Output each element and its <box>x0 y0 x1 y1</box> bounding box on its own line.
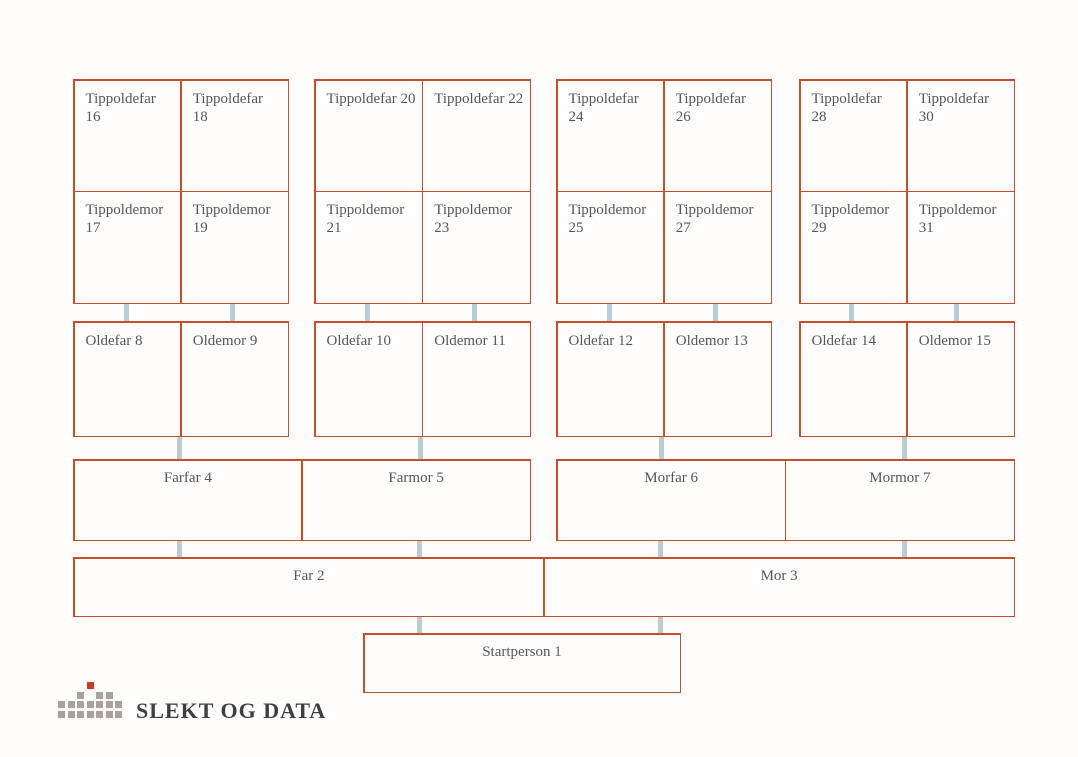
person-box-farfar-4: Farfar 4 <box>74 460 302 540</box>
person-box-tippoldefar-26: Tippoldefar 26 <box>664 80 771 191</box>
olde-group-2: Oldefar 10 Oldemor 11 <box>314 321 531 437</box>
person-box-oldefar-8: Oldefar 8 <box>74 322 181 436</box>
olde-group-1: Oldefar 8 Oldemor 9 <box>73 321 289 437</box>
tippolde-group-2: Tippoldefar 20 Tippoldefar 22 Tippoldemo… <box>314 79 531 304</box>
olde-group-3: Oldefar 12 Oldemor 13 <box>556 321 772 437</box>
connector-line <box>713 300 718 322</box>
logo-square <box>86 710 94 718</box>
logo-square <box>58 710 65 718</box>
tippolde-group-3: Tippoldefar 24 Tippoldefar 26 Tippoldemo… <box>556 79 772 304</box>
person-box-tippoldefar-16: Tippoldefar 16 <box>74 80 181 191</box>
logo-square <box>115 710 122 718</box>
logo-square <box>86 701 94 708</box>
connector-line <box>177 433 182 460</box>
logo-square <box>77 691 84 699</box>
connector-line <box>658 536 663 558</box>
slekt-og-data-logo-icon <box>58 682 122 718</box>
person-box-tippoldemor-17: Tippoldemor 17 <box>74 192 181 303</box>
connector-line <box>177 536 182 558</box>
tippolde-group-1: Tippoldefar 16 Tippoldefar 18 Tippoldemo… <box>73 79 289 304</box>
person-box-oldemor-9: Oldemor 9 <box>181 322 288 436</box>
person-box-tippoldemor-31: Tippoldemor 31 <box>907 192 1014 303</box>
connector-line <box>902 433 907 460</box>
startperson-group: Startperson 1 <box>363 633 681 693</box>
tippolde-group-4: Tippoldefar 28 Tippoldefar 30 Tippoldemo… <box>799 79 1015 304</box>
person-box-oldefar-14: Oldefar 14 <box>800 322 907 436</box>
logo-square <box>58 701 65 708</box>
person-box-tippoldemor-21: Tippoldemor 21 <box>315 192 422 303</box>
logo-square-red <box>86 682 94 689</box>
connector-line <box>849 300 854 322</box>
person-box-morfar-6: Morfar 6 <box>557 460 785 540</box>
slekt-og-data-wordmark: SLEKT OG DATA <box>136 698 327 723</box>
connector-line <box>417 612 422 634</box>
connector-line <box>365 300 370 322</box>
logo-square <box>96 691 103 699</box>
connector-line <box>418 433 423 460</box>
logo-square <box>105 710 113 718</box>
logo-square <box>105 701 113 708</box>
logo-square <box>77 701 84 708</box>
person-box-oldemor-11: Oldemor 11 <box>423 322 530 436</box>
person-box-tippoldefar-22: Tippoldefar 22 <box>423 80 530 191</box>
connector-line <box>659 433 664 460</box>
connector-line <box>124 300 129 322</box>
person-box-tippoldemor-23: Tippoldemor 23 <box>423 192 530 303</box>
connector-line <box>658 612 663 634</box>
person-box-oldefar-12: Oldefar 12 <box>557 322 664 436</box>
connector-line <box>472 300 477 322</box>
logo-square <box>115 701 122 708</box>
person-box-oldemor-13: Oldemor 13 <box>664 322 771 436</box>
person-box-tippoldemor-27: Tippoldemor 27 <box>664 192 771 303</box>
logo-square <box>96 701 103 708</box>
person-box-oldemor-15: Oldemor 15 <box>907 322 1014 436</box>
besteforeldre-group-mor: Morfar 6 Mormor 7 <box>556 459 1015 541</box>
person-box-startperson-1: Startperson 1 <box>364 634 680 692</box>
person-box-mor-3: Mor 3 <box>544 558 1014 616</box>
person-box-tippoldefar-18: Tippoldefar 18 <box>181 80 288 191</box>
connector-line <box>902 536 907 558</box>
person-box-tippoldemor-25: Tippoldemor 25 <box>557 192 664 303</box>
person-box-tippoldefar-30: Tippoldefar 30 <box>907 80 1014 191</box>
person-box-tippoldefar-20: Tippoldefar 20 <box>315 80 422 191</box>
logo-square <box>67 710 75 718</box>
person-box-farmor-5: Farmor 5 <box>302 460 530 540</box>
logo-square <box>105 691 113 699</box>
connector-line <box>417 536 422 558</box>
connector-line <box>607 300 612 322</box>
foreldre-group: Far 2 Mor 3 <box>73 557 1015 617</box>
connector-line <box>954 300 959 322</box>
person-box-tippoldemor-19: Tippoldemor 19 <box>181 192 288 303</box>
person-box-mormor-7: Mormor 7 <box>786 460 1014 540</box>
person-box-tippoldemor-29: Tippoldemor 29 <box>800 192 907 303</box>
logo-square <box>67 701 75 708</box>
olde-group-4: Oldefar 14 Oldemor 15 <box>799 321 1015 437</box>
logo-square <box>96 710 103 718</box>
person-box-far-2: Far 2 <box>74 558 544 616</box>
person-box-tippoldefar-24: Tippoldefar 24 <box>557 80 664 191</box>
logo-square <box>77 710 84 718</box>
connector-line <box>230 300 235 322</box>
person-box-oldefar-10: Oldefar 10 <box>315 322 422 436</box>
person-box-tippoldefar-28: Tippoldefar 28 <box>800 80 907 191</box>
besteforeldre-group-far: Farfar 4 Farmor 5 <box>73 459 531 541</box>
